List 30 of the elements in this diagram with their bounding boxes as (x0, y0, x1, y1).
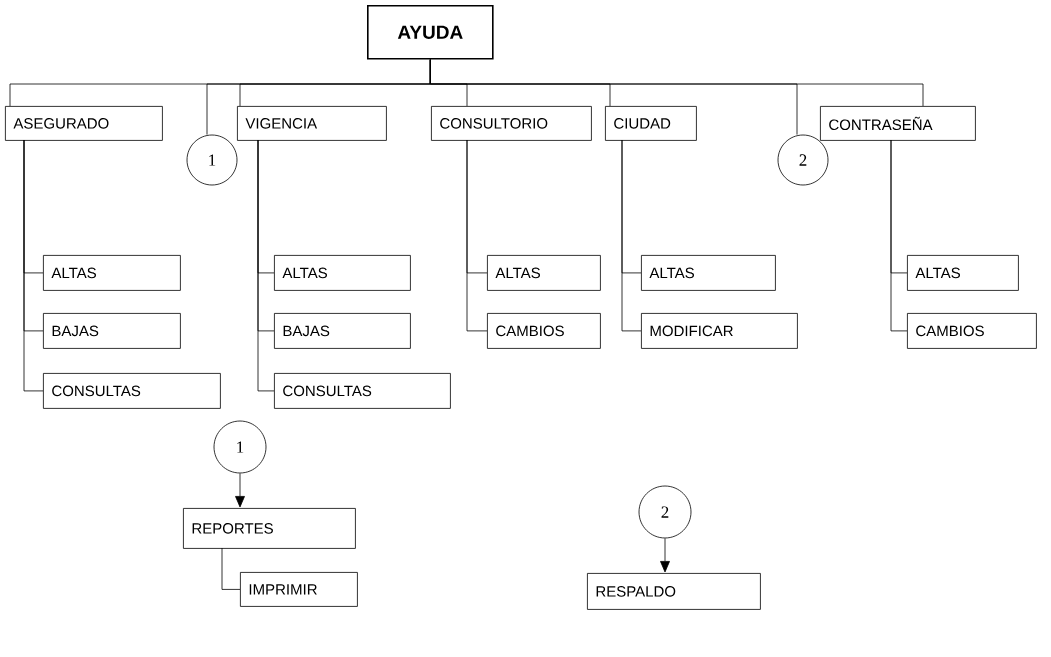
connector-line (221, 547, 241, 590)
menu-box: ALTAS (274, 255, 411, 291)
menu-box: CAMBIOS (487, 313, 601, 349)
connector-line (23, 139, 44, 392)
menu-box: MODIFICAR (641, 313, 798, 349)
menu-box: CIUDAD (605, 106, 697, 141)
menu-box: BAJAS (274, 313, 411, 349)
connector-line (890, 139, 908, 332)
menu-box: ALTAS (641, 255, 776, 291)
connector-line (621, 139, 642, 332)
connector-line (257, 139, 275, 392)
menu-box: ASEGURADO (5, 106, 163, 141)
menu-box: CONSULTAS (274, 373, 451, 409)
connector-line (235, 473, 245, 508)
menu-box: RESPALDO (587, 573, 761, 610)
menu-box: ALTAS (907, 255, 1019, 291)
connector-line (466, 139, 488, 332)
menu-box: CONSULTORIO (431, 106, 592, 141)
menu-box: CONSULTAS (43, 373, 221, 409)
connector-line (660, 538, 670, 573)
menu-box: CONTRASEÑA (820, 106, 976, 141)
menu-box: ALTAS (43, 255, 181, 291)
menu-box: VIGENCIA (237, 106, 387, 141)
menu-box: CAMBIOS (907, 313, 1037, 349)
menu-box: ALTAS (487, 255, 601, 291)
title-box: AYUDA (367, 5, 494, 60)
menu-box: IMPRIMIR (240, 572, 358, 607)
menu-box: BAJAS (43, 313, 181, 349)
connector-line (429, 59, 924, 107)
menu-box: REPORTES (183, 508, 356, 549)
